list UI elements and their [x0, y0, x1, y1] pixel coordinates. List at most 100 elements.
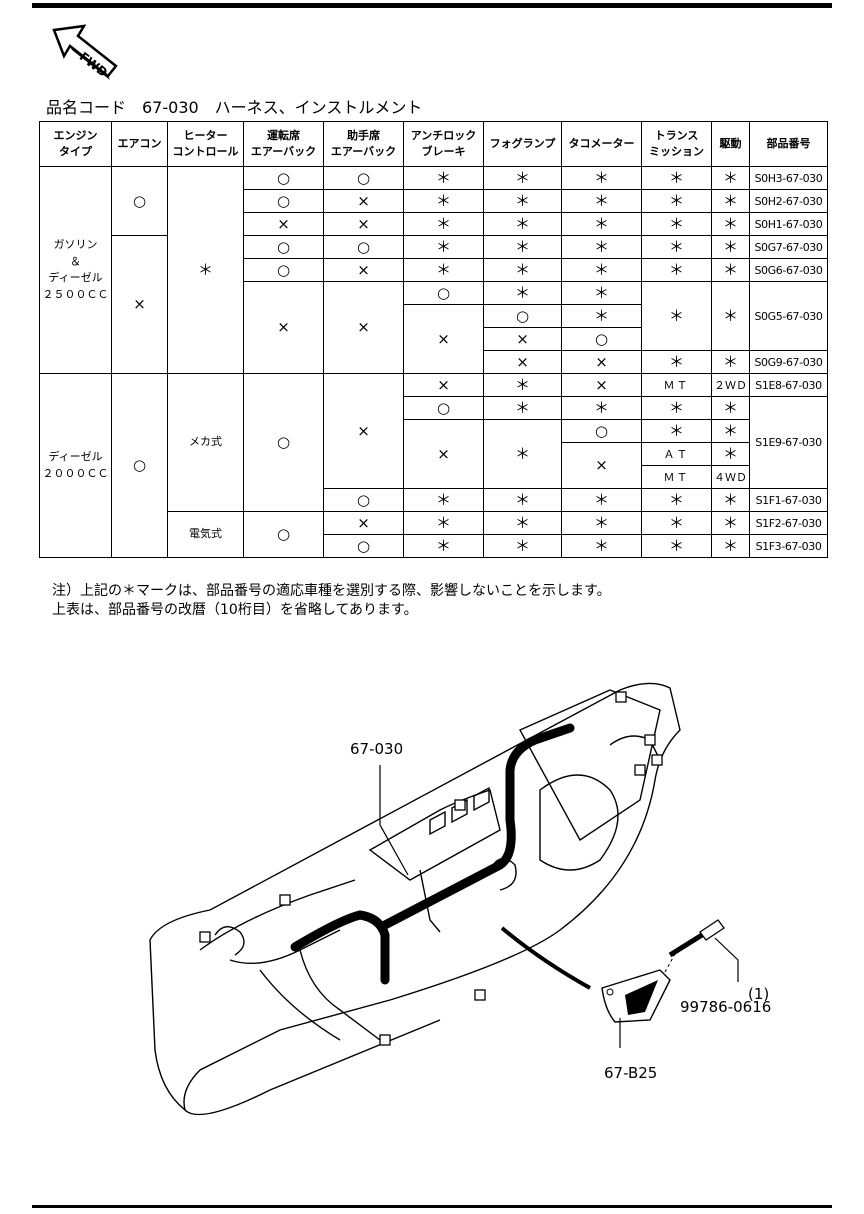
bracket-67-b25-icon: [601, 969, 671, 1023]
trans-cell: ＊: [641, 396, 712, 420]
part-number-cell: S0G7-67-030: [749, 235, 828, 259]
driver-airbag-cell: ○: [243, 373, 324, 512]
trans-cell: ＊: [641, 189, 712, 213]
fwd-arrow-icon: FWD: [52, 24, 118, 80]
tacho-cell: ＊: [561, 304, 642, 328]
driver-airbag-cell: ○: [243, 235, 324, 259]
page-title: 品名コード 67-030 ハーネス、インストルメント: [46, 98, 423, 117]
tacho-cell: ×: [561, 350, 642, 374]
fog-cell: ＊: [483, 258, 562, 282]
passenger-airbag-cell: ×: [323, 511, 404, 535]
table-row: ○ ＊ ＊ ＊ ＊ S1E9-67-030: [40, 396, 828, 489]
trans-cell: ＊: [641, 258, 712, 282]
drive-cell: ＊: [711, 488, 750, 512]
abs-cell: ×: [403, 304, 484, 374]
part-number-cell: S1F1-67-030: [749, 488, 828, 512]
drive-cell: ＊: [711, 419, 750, 443]
table-row: × ＡＴ ＊: [40, 442, 828, 489]
col-header: 運転席エアーバック: [243, 121, 324, 167]
fog-cell: ×: [483, 350, 562, 374]
table-row: 電気式 ○ × ＊ ＊ ＊ ＊ ＊ S1F2-67-030: [40, 511, 828, 558]
tacho-cell: ＊: [561, 511, 642, 535]
fog-cell: ＊: [483, 419, 562, 489]
tacho-cell: ＊: [561, 258, 642, 282]
trans-cell: ＭＴ: [641, 373, 712, 397]
fog-cell: ＊: [483, 166, 562, 190]
passenger-airbag-cell: ○: [323, 488, 404, 512]
drive-cell: ２ＷＤ: [711, 373, 750, 397]
drive-cell: ＊: [711, 258, 750, 282]
driver-airbag-cell: ○: [243, 166, 324, 190]
abs-cell: ＊: [403, 534, 484, 558]
driver-airbag-cell: ○: [243, 511, 324, 558]
footnote-2: 上表は、部品番号の改暦（10桁目）を省略してあります。: [52, 602, 418, 618]
tacho-cell: ＊: [561, 534, 642, 558]
drive-cell: ＊: [711, 534, 750, 558]
col-header: フォグランプ: [483, 121, 562, 167]
trans-cell: ＊: [641, 166, 712, 190]
tacho-cell: ＊: [561, 166, 642, 190]
drive-cell: ＊: [711, 511, 750, 535]
part-number-cell: S0G9-67-030: [749, 350, 828, 374]
col-header: ヒーターコントロール: [167, 121, 244, 167]
tacho-cell: ＊: [561, 396, 642, 420]
abs-cell: ×: [403, 373, 484, 397]
abs-cell: ×: [403, 419, 484, 489]
header-row: エンジンタイプ エアコン ヒーターコントロール 運転席エアーバック 助手席エアー…: [39, 121, 828, 167]
drive-cell: ＊: [711, 235, 750, 259]
col-header: エンジンタイプ: [39, 121, 112, 167]
heater-cell: メカ式: [167, 373, 244, 512]
driver-airbag-cell: ×: [243, 212, 324, 236]
harness-diagram: [149, 682, 739, 1116]
part-number-cell: S1F2-67-030: [749, 511, 828, 535]
table-row: × ○: [40, 327, 828, 351]
passenger-airbag-cell: ×: [323, 373, 404, 489]
tacho-cell: ○: [561, 419, 642, 443]
part-number-cell: S1E8-67-030: [749, 373, 828, 397]
fog-cell: ＊: [483, 189, 562, 213]
abs-cell: ○: [403, 396, 484, 420]
passenger-airbag-cell: ×: [323, 258, 404, 282]
ground-wire: [500, 926, 591, 990]
aircon-cell: ○: [111, 166, 168, 236]
trans-cell: ＊: [641, 235, 712, 259]
heater-cell: ＊: [167, 166, 244, 374]
table-row: ＭＴ ４ＷＤ: [40, 465, 828, 489]
part-number-cell: S1F3-67-030: [749, 534, 828, 558]
fog-cell: ×: [483, 327, 562, 351]
trans-cell: ＊: [641, 350, 712, 374]
fog-cell: ＊: [483, 396, 562, 420]
drive-cell: ＊: [711, 166, 750, 190]
abs-cell: ＊: [403, 258, 484, 282]
col-header: トランスミッション: [641, 121, 712, 167]
fog-cell: ＊: [483, 235, 562, 259]
part-number-cell: S0G6-67-030: [749, 258, 828, 282]
bolt-callout: 99786-0616: [680, 998, 772, 1016]
tacho-cell: ＊: [561, 488, 642, 512]
trans-cell: ＊: [641, 281, 712, 351]
tacho-cell: ＊: [561, 235, 642, 259]
tacho-cell: ＊: [561, 281, 642, 305]
col-header: 駆動: [711, 121, 750, 167]
table-row: × ○ ○ ＊ ＊ ＊ ＊ ＊ S0G7-67-030: [40, 235, 828, 374]
tacho-cell: ○: [561, 327, 642, 351]
drive-cell: ＊: [711, 442, 750, 466]
drive-cell: ＊: [711, 189, 750, 213]
col-header: エアコン: [111, 121, 168, 167]
table-row: ○ ＊ ＊ ＊ ＊ ＊ S1F1-67-030: [40, 488, 828, 512]
bolt-quantity-callout: (1): [748, 985, 770, 1003]
abs-cell: ○: [403, 281, 484, 305]
trans-cell: ＊: [641, 419, 712, 443]
table-row: × × ○ ＊ ＊ ＊ ＊ S0G5-67-030: [40, 281, 828, 374]
col-header: タコメーター: [561, 121, 642, 167]
harness-67-030: [290, 723, 575, 985]
passenger-airbag-cell: ○: [323, 534, 404, 558]
col-header: アンチロックブレーキ: [403, 121, 484, 167]
drive-cell: ＊: [711, 281, 750, 351]
driver-airbag-cell: ○: [243, 258, 324, 282]
fog-cell: ＊: [483, 488, 562, 512]
table-row: ○ × ＊ ＊ ＊ ＊ ＊ S0H2-67-030: [40, 189, 828, 213]
part-number-cell: S1E9-67-030: [749, 396, 828, 489]
